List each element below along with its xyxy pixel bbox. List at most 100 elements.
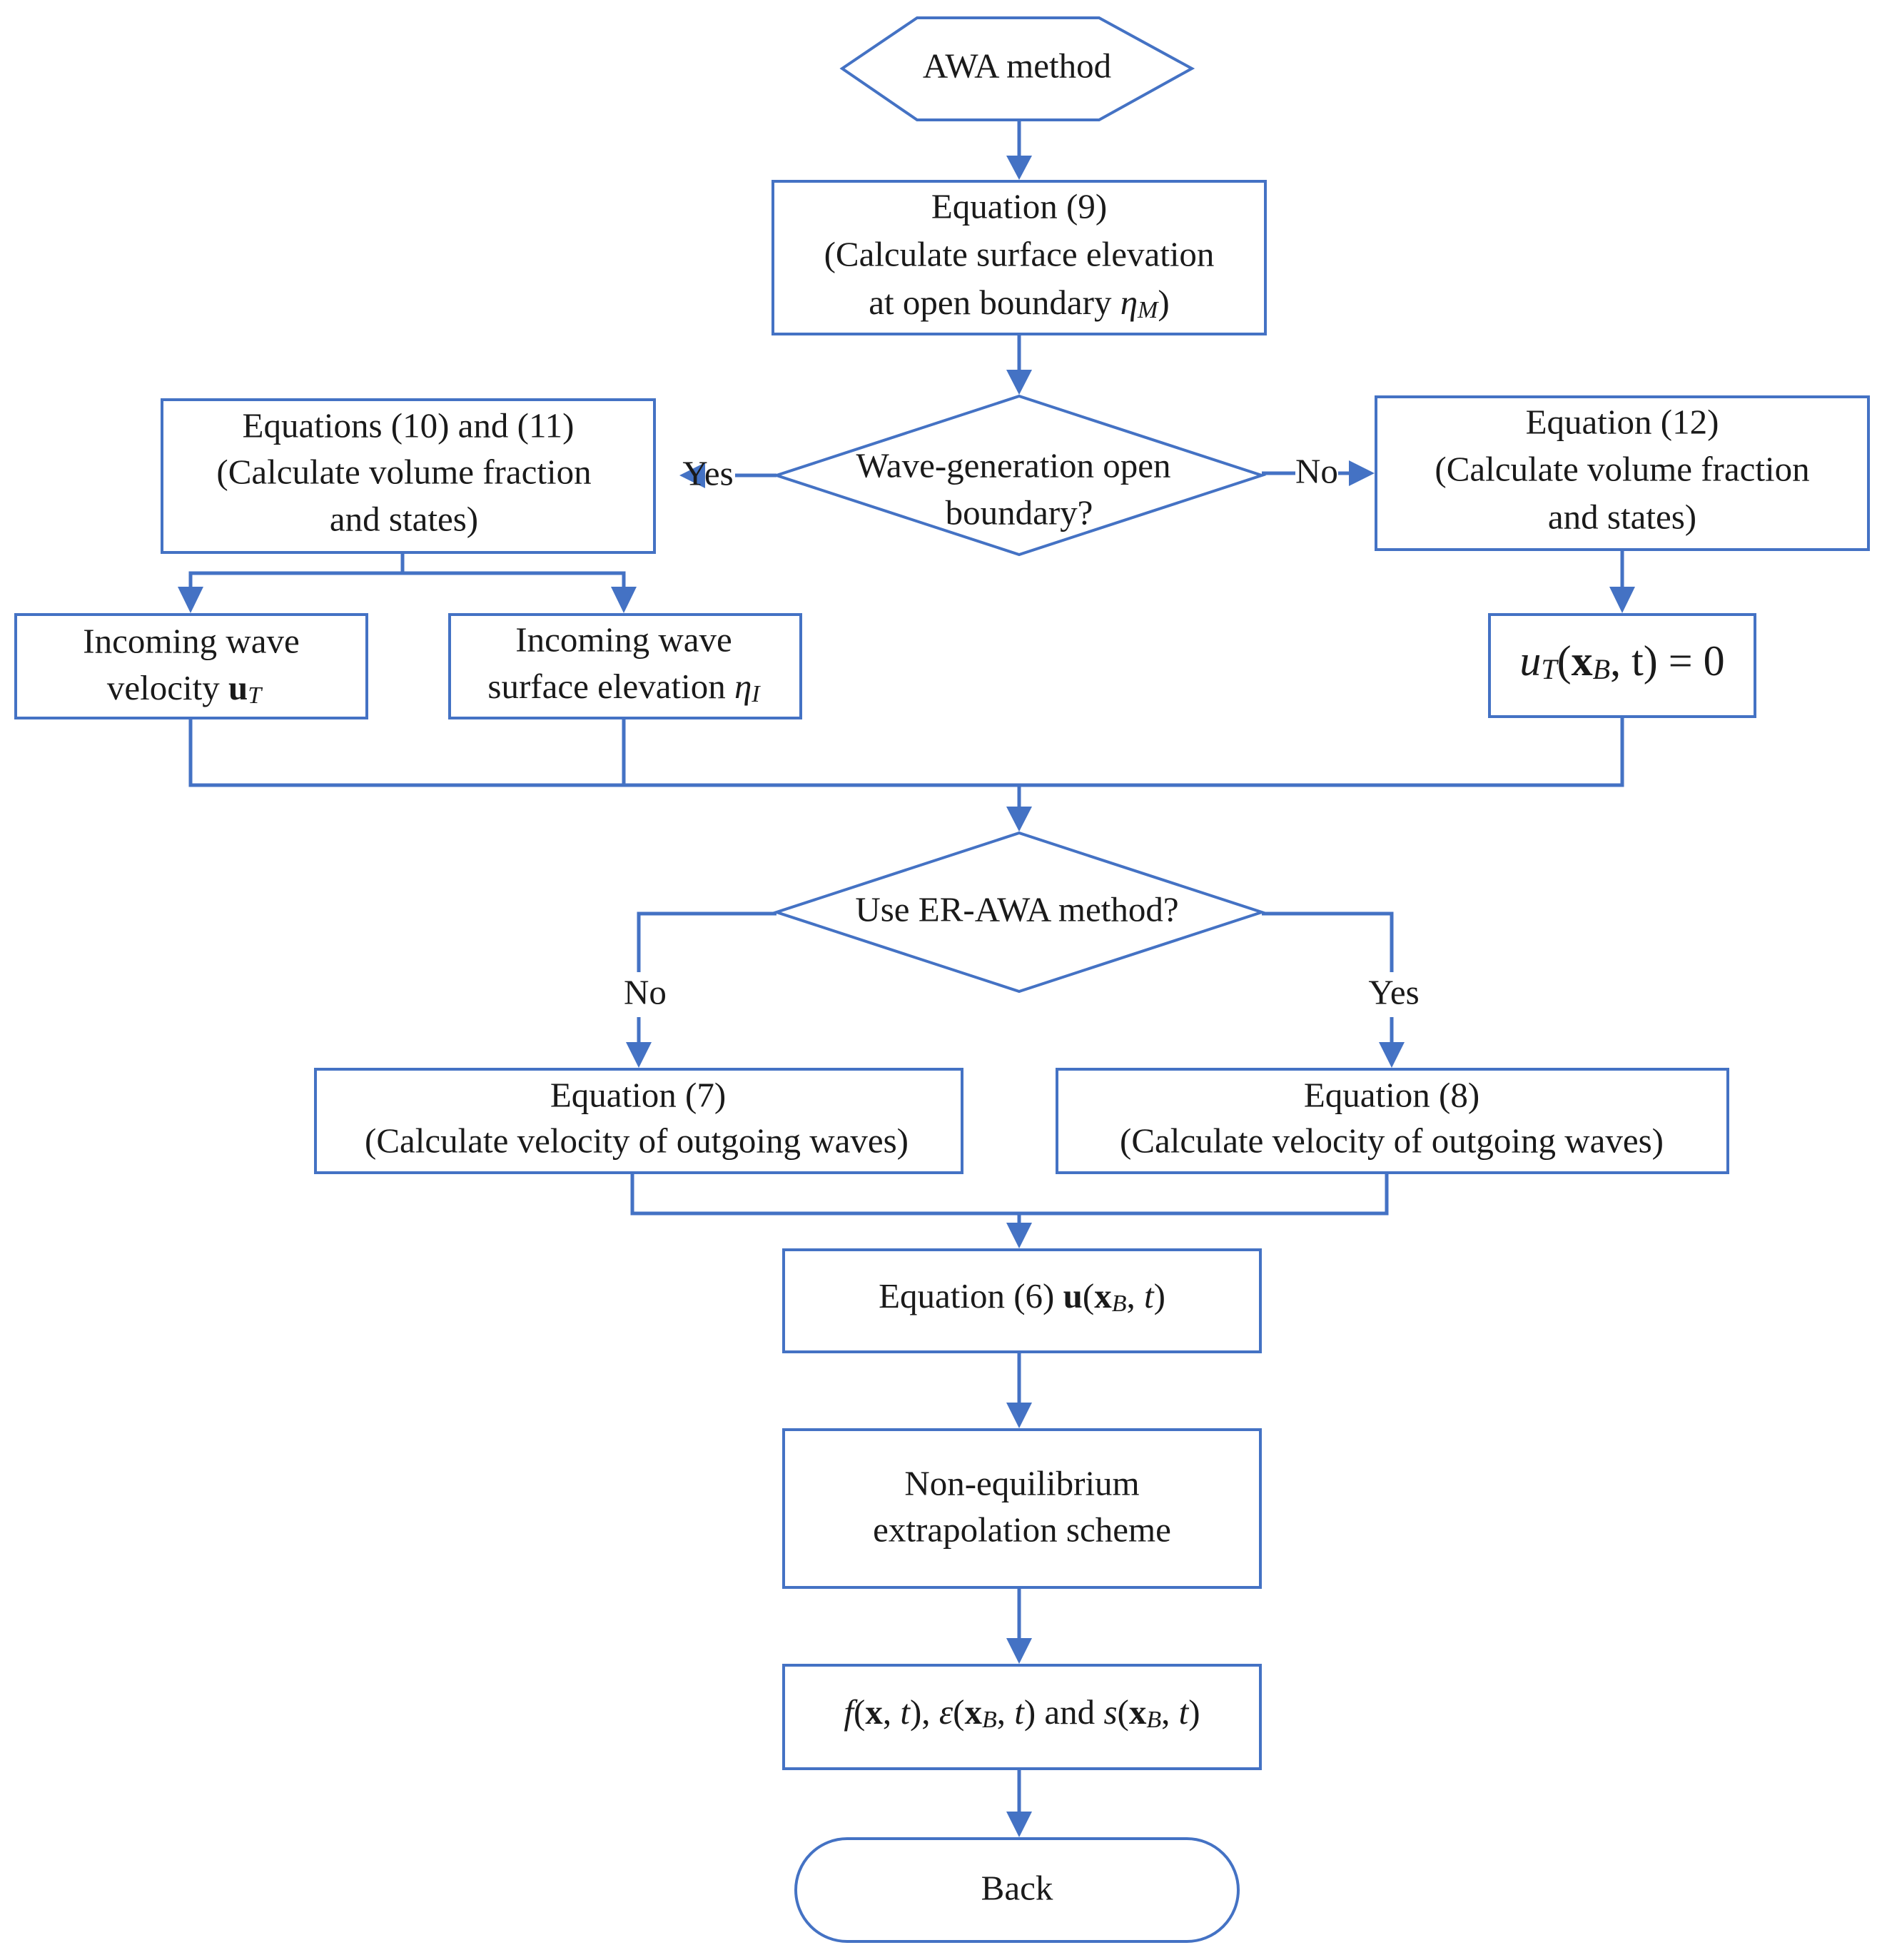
outputs-open3: ( xyxy=(1118,1692,1129,1732)
eq9-line3: at open boundary ηM) xyxy=(869,283,1169,323)
outputs-label: f(x, t), ε(xB, t) and s(xB, t) xyxy=(844,1692,1200,1733)
velocity-u-symbol: u xyxy=(228,668,248,707)
incoming-velocity-text: velocity xyxy=(107,668,228,707)
eq8-line2: (Calculate velocity of outgoing waves) xyxy=(1120,1121,1664,1160)
connector-merge-decision2 xyxy=(188,717,1624,832)
connector-outputs-end xyxy=(1006,1769,1032,1837)
eq8-line1: Equation (8) xyxy=(1304,1075,1479,1114)
outputs-x3: x xyxy=(1129,1692,1147,1732)
incoming-velocity-line1: Incoming wave xyxy=(83,621,299,660)
velocity-u-subscript: T xyxy=(248,682,263,709)
outputs-node: f(x, t), ε(xB, t) and s(xB, t) xyxy=(782,1664,1262,1770)
eq7-box xyxy=(314,1068,963,1174)
eq6-label: Equation (6) u(xB, t) xyxy=(879,1276,1165,1317)
eq6-close: ) xyxy=(1154,1276,1165,1315)
decision1-line2: boundary? xyxy=(946,492,1093,532)
incoming-velocity-line2: velocity uT xyxy=(107,668,263,709)
connector-decision1-no: No xyxy=(1262,451,1375,490)
incoming-velocity-box xyxy=(14,613,368,719)
start-hexagon xyxy=(839,16,1195,121)
incoming-elevation-box xyxy=(448,613,802,719)
outputs-open1: ( xyxy=(854,1692,865,1732)
incoming-velocity-node: Incoming wave velocity uT xyxy=(14,613,368,719)
decision1-node: Wave-generation open boundary? xyxy=(771,394,1267,557)
eq7-line2: (Calculate velocity of outgoing waves) xyxy=(365,1121,909,1160)
outputs-t2: t xyxy=(1014,1692,1025,1732)
outputs-x2: x xyxy=(964,1692,982,1732)
incoming-elevation-line1: Incoming wave xyxy=(515,620,732,659)
eq12-box xyxy=(1375,395,1870,551)
eq9-line1: Equation (9) xyxy=(931,186,1107,226)
eq9-line3-close: ) xyxy=(1158,283,1169,322)
eq10-11-line2: (Calculate volume fraction xyxy=(216,452,591,491)
arrowhead xyxy=(679,463,705,488)
connector-decision2-yes: Yes xyxy=(1262,911,1420,1068)
arrowhead xyxy=(1006,156,1032,180)
ut-zero-label: uT(xB, t) = 0 xyxy=(1519,637,1724,685)
ut-u-subscript: T xyxy=(1541,653,1559,685)
end-terminator xyxy=(794,1837,1240,1943)
eq6-comma: , xyxy=(1126,1276,1144,1315)
decision2-label: Use ER-AWA method? xyxy=(855,889,1178,929)
outputs-c1: , xyxy=(883,1692,901,1732)
outputs-x1: x xyxy=(865,1692,883,1732)
eq6-box xyxy=(782,1248,1262,1353)
eq9-line3-text: at open boundary xyxy=(869,283,1120,322)
nonequilibrium-box xyxy=(782,1428,1262,1589)
eq7-node: Equation (7) (Calculate velocity of outg… xyxy=(314,1068,963,1174)
nonequilibrium-node: Non-equilibrium extrapolation scheme xyxy=(782,1428,1262,1589)
arrowhead xyxy=(611,587,637,613)
outputs-close1: ), xyxy=(910,1692,939,1732)
ut-open-paren: ( xyxy=(1557,637,1572,685)
decision1-line1: Wave-generation open xyxy=(856,445,1171,485)
eq6-x-subscript: B xyxy=(1112,1290,1127,1317)
decision2-node: Use ER-AWA method? xyxy=(771,831,1267,994)
decision1-yes-label: Yes xyxy=(682,453,733,492)
incoming-elevation-line2: surface elevation ηI xyxy=(487,667,761,707)
decision1-diamond xyxy=(771,394,1267,557)
arrowhead xyxy=(1006,1638,1032,1664)
eq6-text: Equation (6) xyxy=(879,1276,1063,1315)
incoming-elevation-node: Incoming wave surface elevation ηI xyxy=(448,613,802,719)
outputs-open2: ( xyxy=(953,1692,964,1732)
outputs-s: s xyxy=(1103,1692,1117,1732)
eq9-line2: (Calculate surface elevation xyxy=(824,234,1215,273)
ut-x-symbol: x xyxy=(1572,637,1593,685)
connector-eq10-11-split xyxy=(178,552,637,613)
decision1-no-label: No xyxy=(1295,451,1338,490)
start-node: AWA method xyxy=(839,16,1195,121)
end-label: Back xyxy=(981,1868,1053,1907)
connector-eq12-utzero xyxy=(1609,550,1635,613)
eq8-node: Equation (8) (Calculate velocity of outg… xyxy=(1056,1068,1729,1174)
arrowhead xyxy=(1379,1042,1405,1068)
eq6-node: Equation (6) u(xB, t) xyxy=(782,1248,1262,1353)
nonequilibrium-line2: extrapolation scheme xyxy=(873,1510,1171,1549)
eq10-11-line3: and states) xyxy=(330,499,478,538)
outputs-c2: , xyxy=(997,1692,1015,1732)
arrowhead xyxy=(1006,1812,1032,1837)
elevation-eta-subscript: I xyxy=(751,681,761,707)
eq6-x-symbol: x xyxy=(1094,1276,1112,1315)
eq8-box xyxy=(1056,1068,1729,1174)
outputs-close2: ) and xyxy=(1024,1692,1104,1732)
end-node: Back xyxy=(794,1837,1240,1943)
outputs-t3: t xyxy=(1179,1692,1190,1732)
connector-nonequilibrium-outputs xyxy=(1006,1587,1032,1664)
eq10-11-box xyxy=(161,398,656,554)
nonequilibrium-line1: Non-equilibrium xyxy=(904,1463,1139,1502)
ut-rest: , t) = 0 xyxy=(1610,637,1725,685)
ut-u-symbol: u xyxy=(1519,637,1541,685)
connector-decision2-no: No xyxy=(624,911,776,1068)
eq6-u-symbol: u xyxy=(1063,1276,1083,1315)
ut-zero-node: uT(xB, t) = 0 xyxy=(1488,613,1756,718)
arrowhead xyxy=(178,587,203,613)
connector-eq9-decision1 xyxy=(1006,334,1032,395)
arrowhead xyxy=(1006,370,1032,395)
outputs-sub3: B xyxy=(1146,1707,1161,1733)
arrowhead xyxy=(1006,807,1032,832)
connector-decision1-yes: Yes xyxy=(679,453,776,492)
eq10-11-line1: Equations (10) and (11) xyxy=(243,405,575,445)
connector-merge-eq6 xyxy=(630,1173,1389,1248)
arrowhead xyxy=(1609,587,1635,613)
